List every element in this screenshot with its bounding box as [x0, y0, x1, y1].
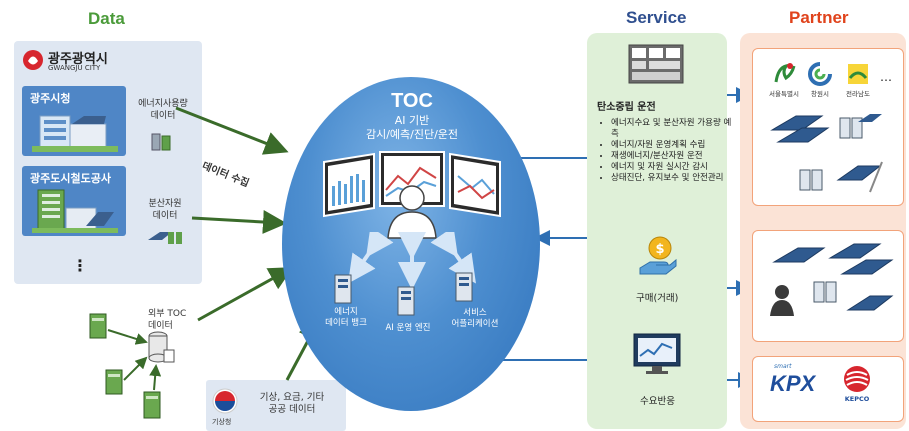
subway-title: 광주도시철도공사 — [30, 172, 111, 185]
toc-title: TOC — [391, 90, 433, 112]
ellipsis: ⋮ — [72, 256, 88, 275]
solar-facilities-icon — [770, 114, 883, 193]
city-hall-title: 광주시청 — [30, 92, 71, 105]
trading-facilities-icon — [770, 243, 894, 316]
kepco-logo-icon — [844, 366, 870, 392]
monitor-chart-icon — [633, 333, 681, 374]
server-label-ai-engine: AI 운영 엔진 — [385, 323, 431, 333]
list-item: 에너지 및 자원 실시간 감시 — [611, 162, 735, 173]
smart-tag: smart — [774, 363, 792, 370]
server-icon — [455, 272, 473, 302]
list-item: 상태진단, 유지보수 및 안전관리 — [611, 173, 735, 184]
server-small-icon — [151, 133, 171, 151]
list-item: 재생에너지/분산자원 운전 — [611, 151, 735, 162]
money-hand-icon: $ — [639, 236, 677, 275]
gwangju-logo-icon — [23, 50, 43, 70]
kepco-label: KEPCO — [844, 395, 870, 403]
partner-box-power — [752, 356, 904, 422]
external-toc-label: 외부 TOC 데이터 — [148, 309, 187, 331]
energy-usage-label: 에너지사용량 데이터 — [138, 99, 188, 121]
service-carbon-list: 에너지수요 및 분산자원 가용량 예측 에너지/자원 운영계획 수립 재생에너지… — [600, 118, 735, 184]
server-icon — [397, 286, 415, 316]
kpx-logo: KPX — [770, 371, 816, 396]
distributed-resource-label: 분산자원 데이터 — [148, 199, 182, 221]
kma-logo-icon — [212, 388, 238, 414]
server-label-energy-bank: 에너지 데이터 뱅크 — [325, 307, 367, 328]
list-item: 에너지수요 및 분산자원 가용량 예측 — [611, 118, 735, 140]
server-label-service-app: 서비스 어플리케이션 — [451, 308, 499, 329]
partner-header: Partner — [789, 8, 849, 27]
service-carbon-title: 탄소중립 운전 — [597, 102, 656, 113]
data-header: Data — [88, 9, 125, 28]
svg-text:$: $ — [655, 242, 664, 257]
internal-arrows — [348, 232, 476, 290]
jeonnam-logo-icon — [848, 64, 868, 84]
dashboard-icon — [628, 44, 684, 84]
service-header: Service — [626, 8, 687, 27]
building-icon — [32, 115, 118, 152]
subway-box: 광주도시철도공사 — [22, 166, 126, 236]
partner-logo-label: 전라남도 — [846, 90, 870, 98]
seoul-logo-icon — [774, 63, 796, 83]
server-icon — [334, 274, 352, 304]
service-purchase-label: 구매(거래) — [636, 293, 679, 304]
partner-logo-label: 서울특별시 — [769, 90, 799, 98]
gwangju-logo: 광주광역시 GWANGJU CITY — [22, 46, 132, 76]
building-icon — [32, 189, 118, 233]
external-servers-diagram — [89, 313, 175, 419]
service-demand-response-label: 수요반응 — [640, 396, 675, 407]
gwangju-logo-text: 광주광역시 — [48, 52, 108, 67]
changwon-logo-icon — [808, 62, 832, 86]
gwangju-logo-subtext: GWANGJU CITY — [48, 64, 101, 72]
battery-icon — [148, 232, 182, 244]
operator-monitors-icon — [323, 151, 501, 239]
ellipsis: … — [880, 70, 892, 84]
kma-label: 기상청 — [212, 418, 232, 426]
city-hall-box: 광주시청 — [22, 86, 126, 156]
list-item: 에너지/자원 운영계획 수립 — [611, 140, 735, 151]
public-data-label: 기상, 요금, 기타 공공 데이터 — [259, 392, 325, 415]
partner-logo-label: 창원시 — [811, 90, 829, 98]
toc-subtitle: AI 기반 감시/예측/진단/운전 — [365, 114, 459, 141]
